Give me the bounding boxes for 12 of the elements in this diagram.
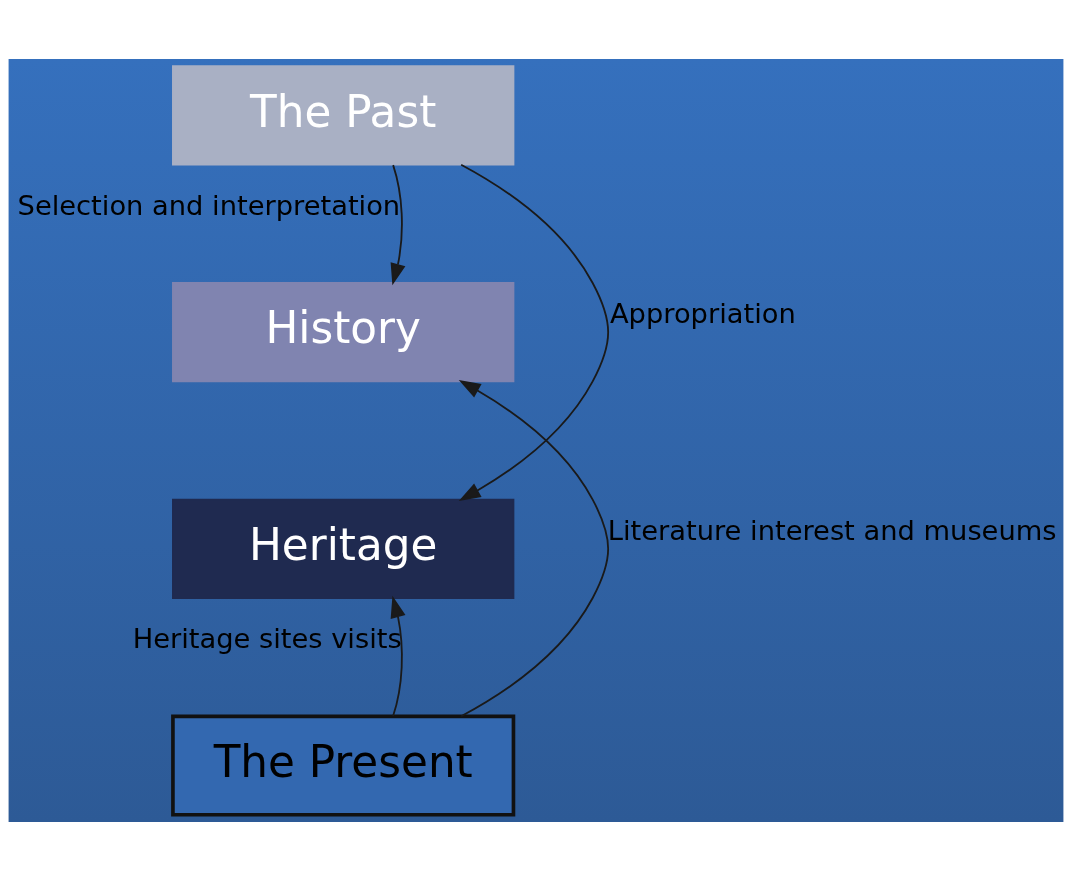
node-box: The Present: [171, 714, 516, 817]
arrow: [390, 595, 406, 717]
edge-label: Heritage sites visits: [132, 622, 402, 654]
edge-label: Literature interest and museums: [607, 514, 1057, 546]
arrow: [458, 163, 610, 501]
node-box: Heritage: [172, 498, 515, 599]
edge-label: Selection and interpretation: [17, 189, 401, 221]
node-box: The Past: [172, 64, 515, 166]
edge-label: Appropriation: [609, 297, 796, 329]
arrow: [458, 379, 610, 717]
node-box: History: [172, 281, 515, 382]
arrow: [390, 163, 406, 285]
